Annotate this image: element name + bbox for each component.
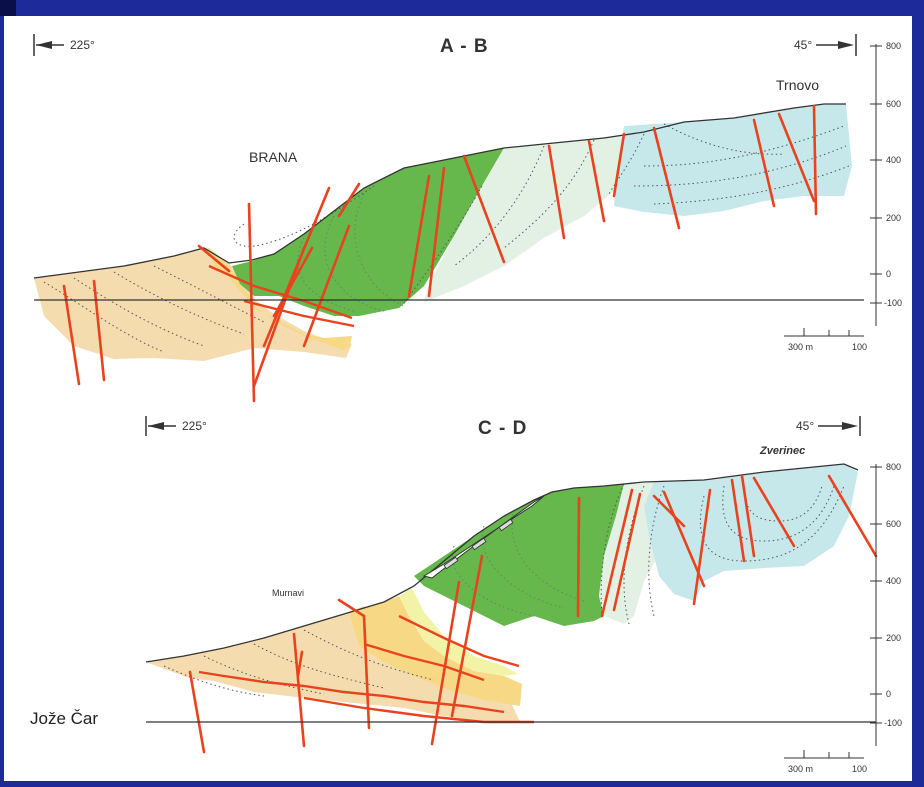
- frame-corner-marker: [0, 0, 16, 16]
- cd-topography: [145, 463, 859, 663]
- cd-unit-tan: [146, 606, 524, 722]
- cd-bedding-1: [163, 665, 265, 697]
- cd-tick-label: 0: [886, 689, 891, 699]
- section-ab: 225° A - B 45°: [33, 34, 902, 403]
- ab-place-label-trnovo: Trnovo: [776, 77, 819, 93]
- ab-tick-label: 0: [886, 269, 891, 279]
- section-cd: 225° C - D 45°: [145, 416, 902, 774]
- ab-tick-label: -100: [884, 298, 902, 308]
- cd-tick-label: 200: [886, 633, 901, 643]
- cd-scale-bar: 300 m 100: [784, 750, 867, 774]
- ab-scale-label-right: 100: [852, 342, 867, 352]
- cd-tick-label: 600: [886, 519, 901, 529]
- ab-tick-label: 200: [886, 213, 901, 223]
- ab-elevation-axis: 800 600 400 200 0 -100: [870, 41, 902, 326]
- cd-bedding-6: [482, 525, 565, 609]
- ab-tick-label: 800: [886, 41, 901, 51]
- section-ab-right-direction: 45°: [794, 34, 857, 56]
- cd-bedding-11: [722, 485, 835, 542]
- cd-bedding-10: [699, 485, 845, 562]
- section-cd-left-direction: 225°: [145, 416, 207, 436]
- ab-place-label-brana: BRANA: [249, 149, 298, 165]
- author-credit: Jože Čar: [30, 709, 98, 728]
- slide-page: 225° A - B 45°: [4, 16, 912, 781]
- ab-bedding-8: [453, 145, 545, 267]
- window-frame-left: [0, 0, 4, 787]
- cd-bedding-3: [253, 643, 385, 689]
- ab-topography: [33, 103, 846, 279]
- cd-slide-block: [422, 495, 545, 579]
- cd-scale-label-left: 300 m: [788, 764, 813, 774]
- section-ab-title: A - B: [440, 36, 489, 57]
- cd-tick-label: -100: [884, 718, 902, 728]
- section-cd-title: C - D: [478, 418, 527, 439]
- cd-bedding-5: [452, 545, 535, 617]
- section-ab-left-direction-label: 225°: [70, 38, 95, 52]
- section-cd-right-direction: 45°: [796, 416, 861, 436]
- geological-cross-sections: 225° A - B 45°: [30, 34, 902, 774]
- ab-bedding-3: [113, 271, 245, 335]
- cd-scale-label-right: 100: [852, 764, 867, 774]
- section-ab-units: [34, 104, 852, 361]
- ab-unit-light-blue: [614, 104, 852, 216]
- ab-bedding-13: [653, 165, 850, 205]
- ab-unit-pale-green: [424, 134, 644, 302]
- ab-tick-label: 600: [886, 99, 901, 109]
- cd-unit-pale-yellow: [399, 588, 518, 676]
- cd-place-label-murnavi: Murnavi: [272, 588, 304, 598]
- ab-tick-label: 400: [886, 155, 901, 165]
- cd-elevation-axis: 800 600 400 200 0 -100: [870, 462, 902, 746]
- ab-bedding-10: [663, 123, 785, 155]
- window-frame-bottom: [0, 781, 924, 787]
- window-frame-top: [0, 0, 924, 16]
- ab-unit-yellow: [209, 248, 352, 350]
- section-cd-right-direction-label: 45°: [796, 419, 814, 433]
- section-ab-left-direction: 225°: [33, 34, 95, 56]
- ab-scale-label-left: 300 m: [788, 342, 813, 352]
- ab-faults: [62, 104, 818, 403]
- ab-bedding-7: [354, 193, 405, 307]
- ab-boundary-dotted-2: [608, 133, 645, 195]
- cd-unit-green: [414, 484, 624, 626]
- section-cd-left-direction-label: 225°: [182, 419, 207, 433]
- window-frame-right: [912, 0, 924, 787]
- cd-tick-label: 400: [886, 576, 901, 586]
- cd-bedding-2: [203, 655, 325, 695]
- ab-bedding-6: [324, 215, 385, 312]
- ab-bedding-12: [633, 145, 847, 187]
- cd-place-label-zverinec: Zverinec: [759, 445, 805, 457]
- cd-tick-label: 800: [886, 462, 901, 472]
- ab-scale-bar: 300 m 100: [784, 328, 867, 352]
- ab-bedding-5: [297, 237, 355, 312]
- section-ab-right-direction-label: 45°: [794, 38, 812, 52]
- section-cd-units: [146, 464, 858, 722]
